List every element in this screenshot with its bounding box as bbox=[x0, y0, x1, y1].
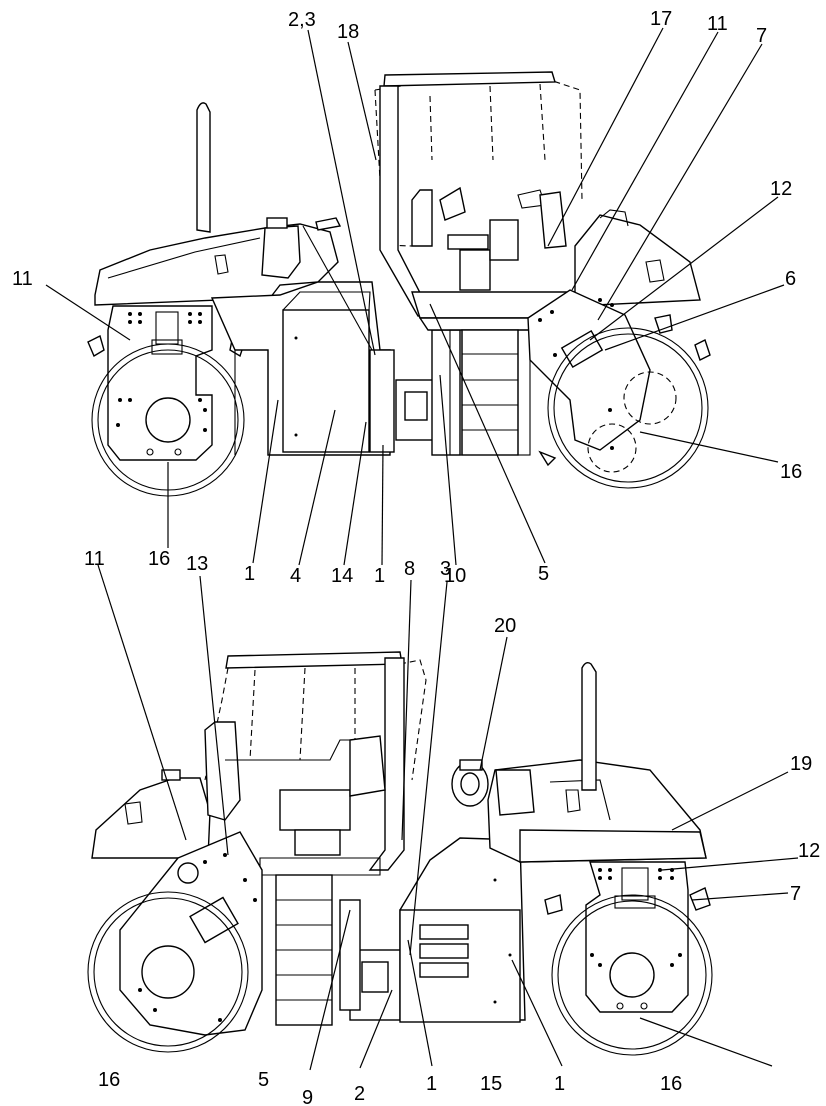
label-9-lower: 9 bbox=[302, 1087, 313, 1106]
label-17-upper: 17 bbox=[650, 8, 672, 30]
label-5-upper: 5 bbox=[538, 563, 549, 585]
label-1-lower-b: 1 bbox=[554, 1073, 565, 1095]
callout-labels: 2,3 18 17 11 7 12 11 6 16 16 1 4 14 1 10… bbox=[12, 8, 820, 1106]
label-16-upper-left: 16 bbox=[148, 548, 170, 570]
label-8-lower: 8 bbox=[404, 558, 415, 580]
label-16-upper-right: 16 bbox=[780, 461, 802, 483]
label-18-upper: 18 bbox=[337, 21, 359, 43]
label-7-upper: 7 bbox=[756, 25, 767, 47]
label-13-lower: 13 bbox=[186, 553, 208, 575]
lower-view bbox=[87, 651, 713, 1056]
label-10-upper: 10 bbox=[444, 565, 466, 587]
label-11-upper-left: 11 bbox=[12, 268, 33, 290]
label-15-lower: 15 bbox=[480, 1073, 502, 1095]
label-3-lower: 3 bbox=[440, 558, 451, 580]
label-20-lower: 20 bbox=[494, 615, 516, 637]
label-6-upper: 6 bbox=[785, 268, 796, 290]
label-1-lower-a: 1 bbox=[426, 1073, 437, 1095]
label-2-lower: 2 bbox=[354, 1083, 365, 1105]
label-19-lower: 19 bbox=[790, 753, 812, 775]
leader-lines bbox=[45, 27, 799, 1071]
label-12-lower: 12 bbox=[798, 840, 820, 862]
label-16-lower-right: 16 bbox=[660, 1073, 682, 1095]
label-4-upper: 4 bbox=[290, 565, 301, 587]
label-7-lower: 7 bbox=[790, 883, 801, 905]
label-11-lower: 11 bbox=[84, 548, 105, 570]
label-11-upper-right: 11 bbox=[707, 13, 728, 35]
label-1-upper-b: 1 bbox=[374, 565, 385, 587]
label-1-upper-a: 1 bbox=[244, 563, 255, 585]
label-2-3: 2,3 bbox=[288, 9, 316, 31]
label-12-upper: 12 bbox=[770, 178, 792, 200]
label-16-lower-left: 16 bbox=[98, 1069, 120, 1091]
label-14-upper: 14 bbox=[331, 565, 353, 587]
upper-view bbox=[87, 71, 711, 497]
label-5-lower: 5 bbox=[258, 1069, 269, 1091]
